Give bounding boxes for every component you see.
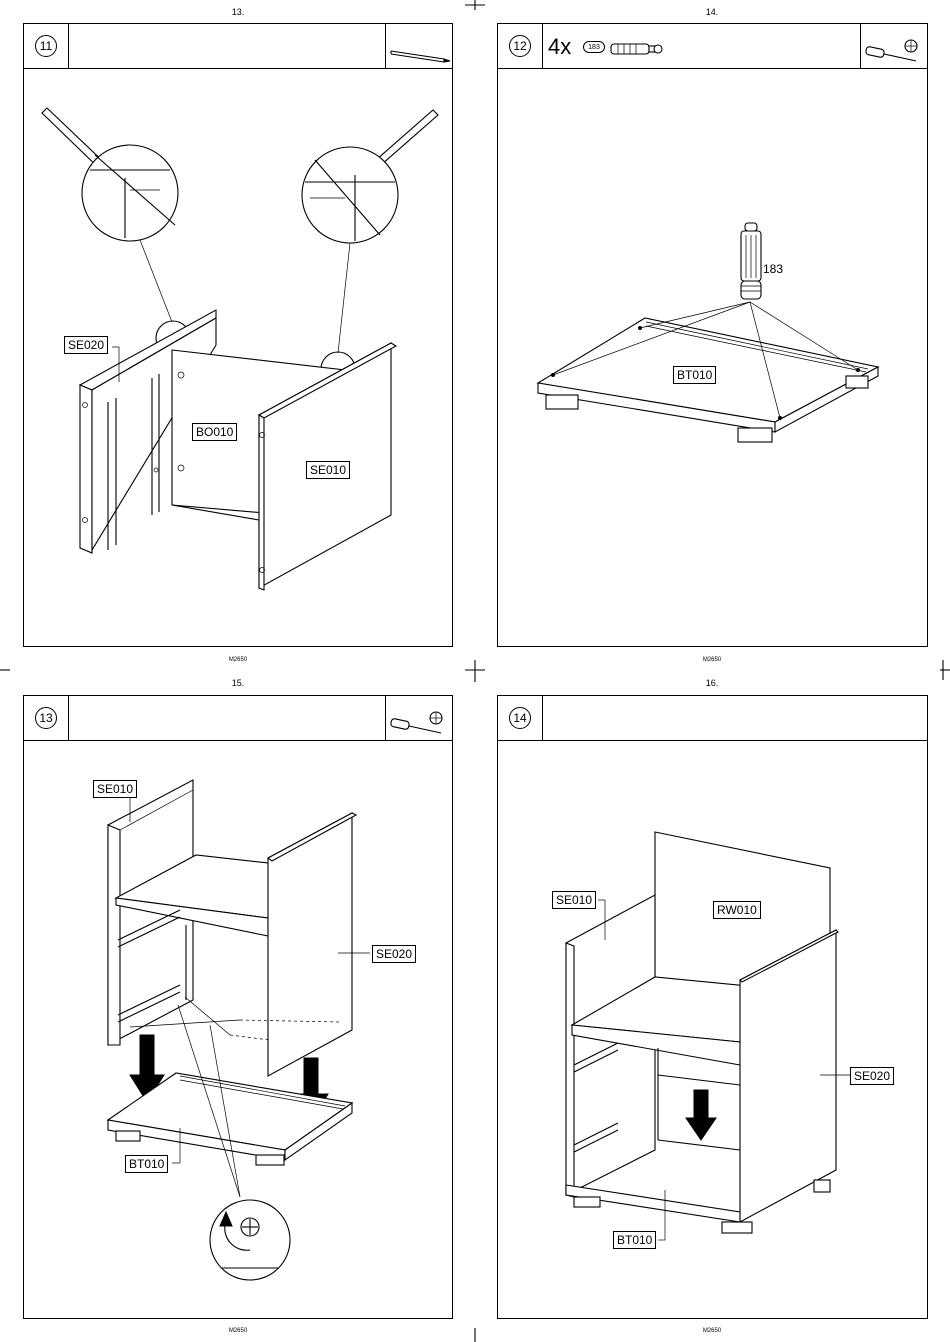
part-label-bt010: BT010 <box>613 1231 656 1249</box>
page-footer: M2650 <box>692 1328 732 1334</box>
part-label-se010: SE010 <box>552 891 596 909</box>
part-label-se020: SE020 <box>850 1067 894 1085</box>
part-label-rw010: RW010 <box>713 901 761 919</box>
